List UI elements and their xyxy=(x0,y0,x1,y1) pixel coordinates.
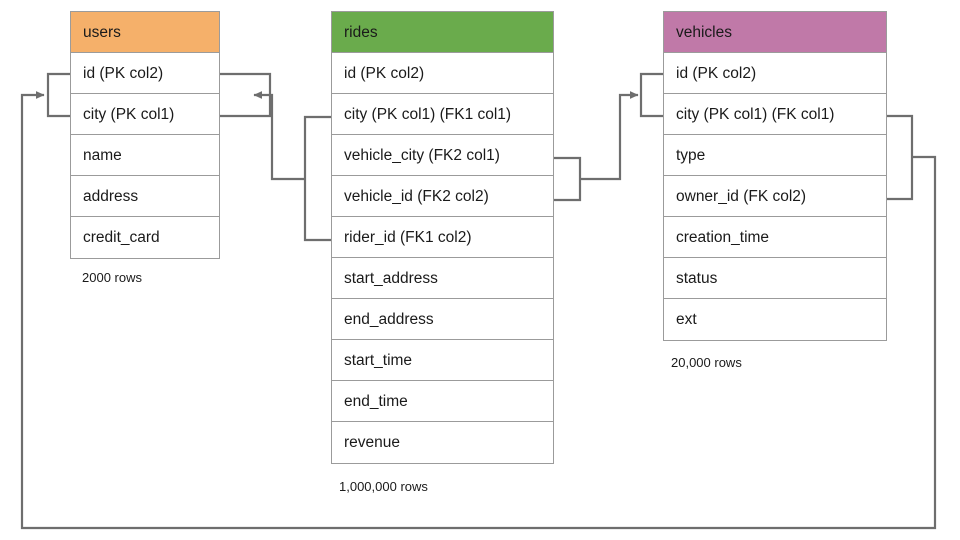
table-row[interactable]: city (PK col1) (FK col1) xyxy=(664,94,886,135)
table-row[interactable]: end_time xyxy=(332,381,553,422)
table-row[interactable]: revenue xyxy=(332,422,553,463)
table-row[interactable]: address xyxy=(71,176,219,217)
table-row[interactable]: ext xyxy=(664,299,886,340)
rides-fk1-bracket xyxy=(303,115,331,242)
table-row[interactable]: credit_card xyxy=(71,217,219,258)
table-row[interactable]: status xyxy=(664,258,886,299)
table-rides-rowcount: 1,000,000 rows xyxy=(339,479,428,494)
table-row[interactable]: id (PK col2) xyxy=(71,53,219,94)
users-left-bracket xyxy=(46,72,70,118)
vehicles-fk-bracket xyxy=(887,114,914,201)
table-users[interactable]: users id (PK col2) city (PK col1) name a… xyxy=(70,11,220,259)
table-row[interactable]: city (PK col1) xyxy=(71,94,219,135)
table-row[interactable]: name xyxy=(71,135,219,176)
table-row[interactable]: vehicle_id (FK2 col2) xyxy=(332,176,553,217)
table-vehicles[interactable]: vehicles id (PK col2) city (PK col1) (FK… xyxy=(663,11,887,341)
table-vehicles-title: vehicles xyxy=(664,12,886,53)
table-rides-title: rides xyxy=(332,12,553,53)
table-users-title: users xyxy=(71,12,219,53)
rides-to-vehicles-connector xyxy=(580,91,639,181)
table-row[interactable]: end_address xyxy=(332,299,553,340)
table-row[interactable]: rider_id (FK1 col2) xyxy=(332,217,553,258)
table-row[interactable]: id (PK col2) xyxy=(332,53,553,94)
table-row[interactable]: start_address xyxy=(332,258,553,299)
vehicles-left-bracket xyxy=(639,72,663,118)
table-rides[interactable]: rides id (PK col2) city (PK col1) (FK1 c… xyxy=(331,11,554,464)
table-row[interactable]: type xyxy=(664,135,886,176)
table-row[interactable]: creation_time xyxy=(664,217,886,258)
table-vehicles-rowcount: 20,000 rows xyxy=(671,355,742,370)
table-users-rowcount: 2000 rows xyxy=(82,270,142,285)
table-row[interactable]: id (PK col2) xyxy=(664,53,886,94)
rides-to-users-connector xyxy=(253,91,305,181)
table-row[interactable]: vehicle_city (FK2 col1) xyxy=(332,135,553,176)
table-row[interactable]: city (PK col1) (FK1 col1) xyxy=(332,94,553,135)
users-right-bracket xyxy=(220,72,272,118)
rides-fk2-bracket xyxy=(554,156,582,202)
table-row[interactable]: owner_id (FK col2) xyxy=(664,176,886,217)
table-row[interactable]: start_time xyxy=(332,340,553,381)
